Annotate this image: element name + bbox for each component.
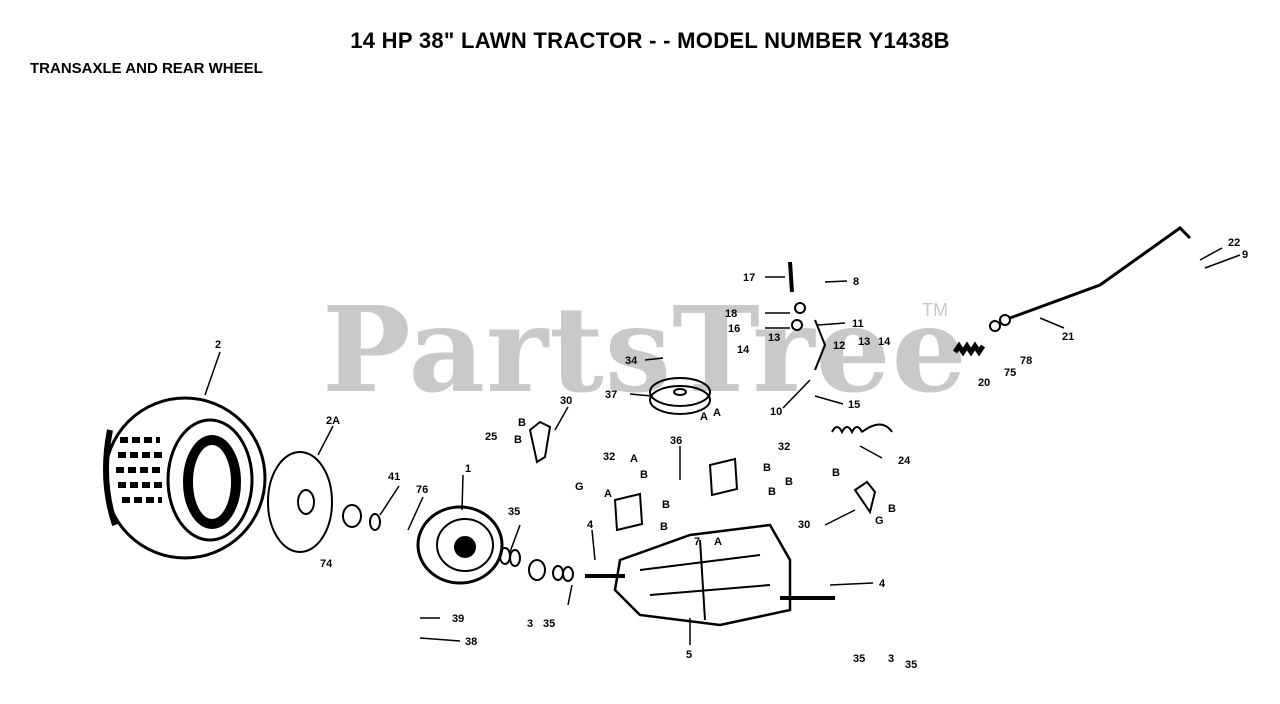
callout-35a: 35	[508, 506, 520, 518]
bracket-32-left[interactable]	[613, 492, 644, 532]
callout-b1: B	[518, 417, 526, 429]
transaxle-housing[interactable]	[613, 523, 792, 627]
callout-g1: G	[575, 481, 584, 493]
page-title: 14 HP 38" LAWN TRACTOR - - MODEL NUMBER …	[350, 28, 950, 53]
bracket-30-right[interactable]	[853, 480, 877, 515]
callout-24: 24	[898, 455, 911, 467]
callout-17: 17	[743, 272, 755, 284]
callout-36: 36	[670, 435, 682, 447]
rear-tire[interactable]	[103, 396, 267, 560]
callout-11: 11	[852, 318, 864, 330]
callout-b2: B	[514, 434, 522, 446]
callout-35d: 35	[905, 659, 917, 671]
callout-4b: 4	[879, 578, 886, 590]
callout-b7: B	[785, 476, 793, 488]
callout-30a: 30	[560, 395, 572, 407]
callout-14b: 14	[878, 336, 891, 348]
callout-74: 74	[320, 558, 333, 570]
callout-a1: A	[630, 453, 638, 465]
callout-b6: B	[763, 462, 771, 474]
callout-a2: A	[604, 488, 612, 500]
wheel-rim[interactable]	[267, 451, 333, 553]
callout-7: 7	[694, 536, 700, 548]
callout-21: 21	[1062, 331, 1074, 343]
callout-38: 38	[465, 636, 477, 648]
callout-9: 9	[1242, 249, 1248, 261]
callout-41: 41	[388, 471, 400, 483]
callout-32b: 32	[778, 441, 790, 453]
torsion-spring[interactable]	[831, 423, 893, 435]
callout-3b: 3	[888, 653, 894, 665]
callout-34: 34	[625, 355, 638, 367]
callout-g2: G	[875, 515, 884, 527]
callout-16: 16	[728, 323, 740, 335]
callout-14a: 14	[737, 344, 750, 356]
callout-1: 1	[465, 463, 471, 475]
callout-13b: 13	[858, 336, 870, 348]
callout-b5: B	[660, 521, 668, 533]
callout-3a: 3	[527, 618, 533, 630]
callout-2a: 2A	[326, 415, 340, 427]
shift-lever[interactable]	[788, 261, 827, 371]
bracket-32-right[interactable]	[708, 457, 739, 497]
callout-20: 20	[978, 377, 990, 389]
washer-35-left[interactable]	[499, 547, 521, 567]
brake-disc[interactable]	[416, 505, 504, 585]
callout-75: 75	[1004, 367, 1016, 379]
washer-41[interactable]	[369, 513, 381, 531]
callout-25: 25	[485, 431, 497, 443]
bracket-30-left[interactable]	[528, 420, 552, 464]
callout-13a: 13	[768, 332, 780, 344]
callout-b4: B	[662, 499, 670, 511]
callout-8: 8	[853, 276, 859, 288]
callout-18: 18	[725, 308, 737, 320]
watermark-trademark: TM	[922, 300, 948, 320]
callout-37: 37	[605, 389, 617, 401]
callout-b9: B	[832, 467, 840, 479]
callout-12: 12	[833, 340, 845, 352]
spacer-3-left[interactable]	[528, 559, 546, 581]
callout-15: 15	[848, 399, 860, 411]
callout-b3: B	[640, 469, 648, 481]
callout-32a: 32	[603, 451, 615, 463]
shift-rod[interactable]	[952, 226, 1192, 357]
callout-78: 78	[1020, 355, 1032, 367]
callout-a4: A	[700, 411, 708, 423]
callout-76: 76	[416, 484, 428, 496]
callout-39: 39	[452, 613, 464, 625]
section-subtitle: TRANSAXLE AND REAR WHEEL	[30, 60, 263, 77]
callout-5: 5	[686, 649, 692, 661]
callout-22: 22	[1228, 237, 1240, 249]
callout-b10: B	[888, 503, 896, 515]
wheel-hub-74[interactable]	[342, 504, 362, 528]
callout-35c: 35	[853, 653, 865, 665]
callout-30b: 30	[798, 519, 810, 531]
callout-4a: 4	[587, 519, 594, 531]
callout-b8: B	[768, 486, 776, 498]
washer-35-mid[interactable]	[552, 565, 574, 582]
callout-a5: A	[713, 407, 721, 419]
callout-35b: 35	[543, 618, 555, 630]
callout-a3: A	[714, 536, 722, 548]
callout-10: 10	[770, 406, 782, 418]
callout-2: 2	[215, 339, 221, 351]
pulley[interactable]	[649, 377, 711, 415]
